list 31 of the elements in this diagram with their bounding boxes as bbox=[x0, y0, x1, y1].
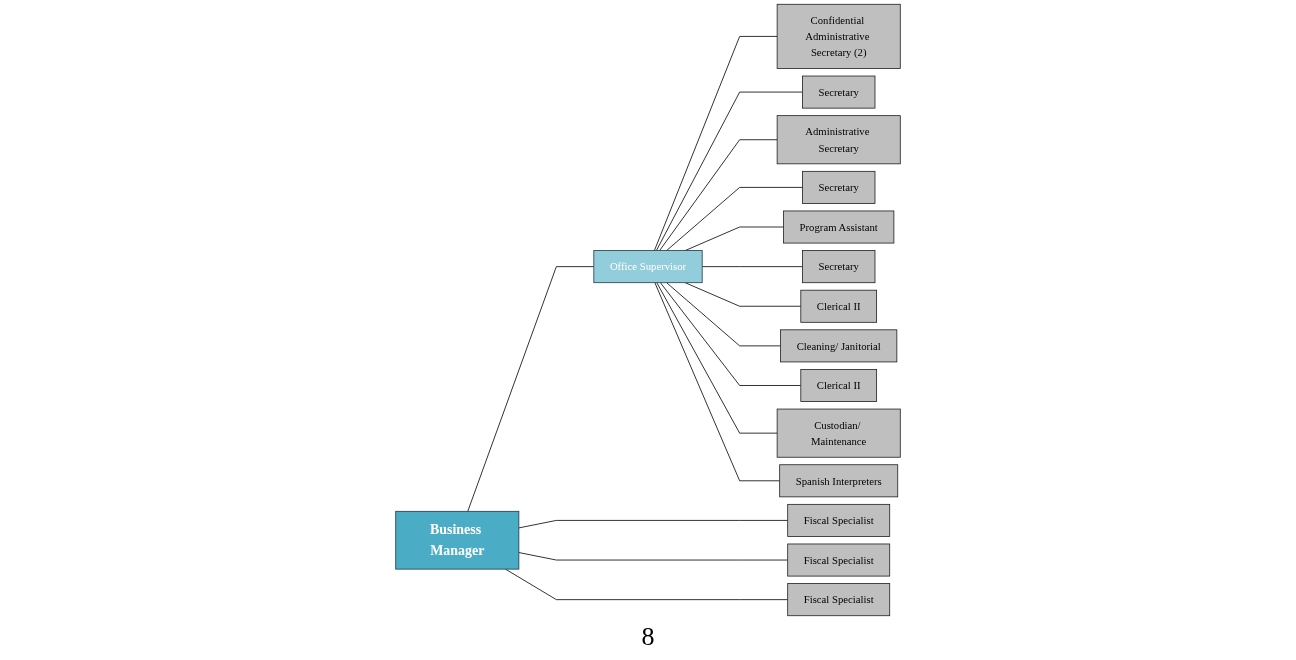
connector bbox=[666, 187, 803, 251]
connector bbox=[666, 282, 781, 347]
node-box: Office Supervisor bbox=[593, 250, 703, 284]
node-box: Secretary bbox=[802, 75, 876, 109]
connector bbox=[660, 282, 802, 386]
node-box: Fiscal Specialist bbox=[787, 583, 891, 617]
node-box: Fiscal Specialist bbox=[787, 543, 891, 577]
node-box: Secretary bbox=[802, 250, 876, 284]
node-box: Clerical II bbox=[800, 289, 877, 323]
node-box: Custodian/ Maintenance bbox=[776, 408, 901, 458]
page-number: 8 bbox=[641, 622, 655, 651]
node-box: Cleaning/ Janitorial bbox=[780, 329, 898, 363]
connector bbox=[467, 266, 595, 512]
connector bbox=[654, 282, 781, 482]
node-box: Fiscal Specialist bbox=[787, 503, 891, 537]
connector bbox=[656, 282, 778, 434]
connector bbox=[518, 520, 789, 529]
connector bbox=[656, 91, 803, 251]
connector bbox=[654, 36, 778, 251]
node-box: Program Assistant bbox=[783, 210, 895, 244]
connector bbox=[518, 552, 789, 561]
node-box: Clerical II bbox=[800, 369, 877, 402]
connector bbox=[684, 282, 802, 307]
node-box: Secretary bbox=[802, 170, 876, 204]
connector bbox=[659, 139, 778, 251]
connector bbox=[701, 266, 803, 268]
node-box: Spanish Interpreters bbox=[779, 464, 899, 498]
node-box: Business Manager bbox=[395, 510, 520, 570]
connector bbox=[505, 568, 789, 601]
node-box: Administrative Secretary bbox=[776, 115, 901, 165]
node-box: Confidential Administrative Secretary (2) bbox=[776, 3, 901, 69]
